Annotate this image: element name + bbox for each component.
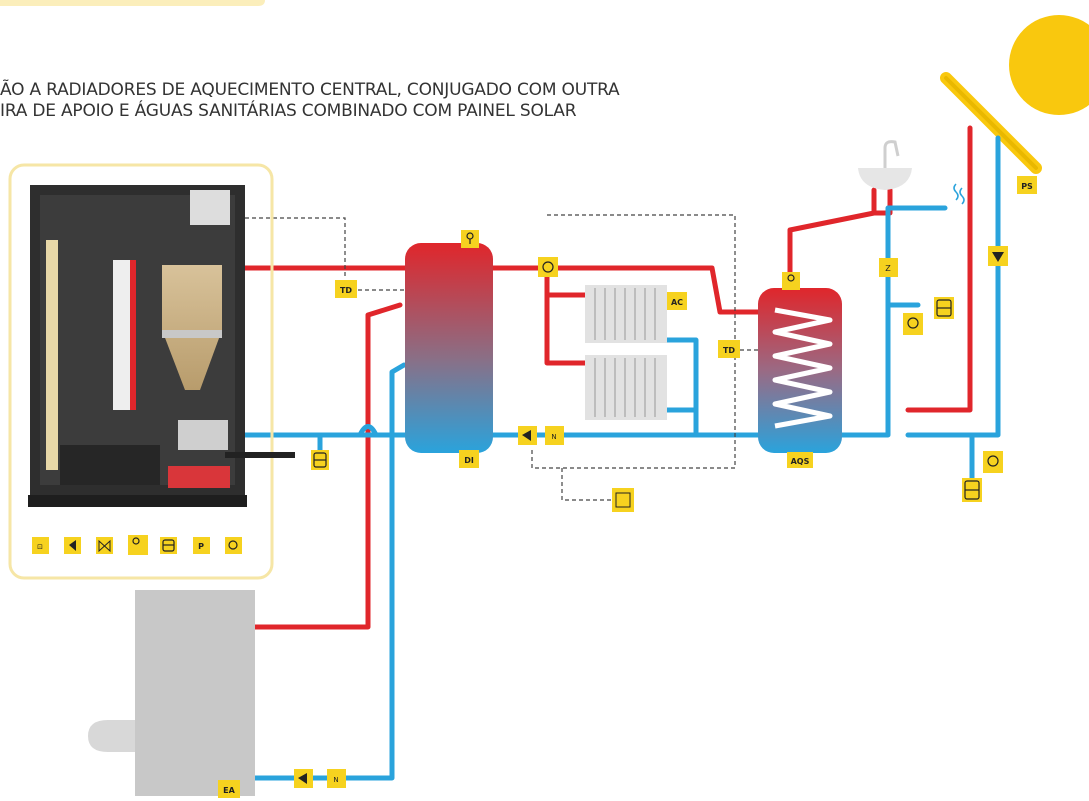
label-ea: EA xyxy=(223,786,235,795)
cold-pipe xyxy=(839,205,948,438)
auxiliary-boiler: EA xyxy=(88,590,255,798)
label-ps: PS xyxy=(1021,182,1033,191)
check-valve-icon xyxy=(545,426,564,445)
sink-icon xyxy=(858,140,912,190)
hot-pipe xyxy=(252,302,403,630)
cold-pipe xyxy=(905,135,1001,438)
label-td-boiler: TD xyxy=(340,286,352,295)
solar-panel: PS xyxy=(940,72,1042,194)
control-wiring xyxy=(245,214,758,501)
cold-pipe xyxy=(252,362,407,781)
svg-text:⊡: ⊡ xyxy=(37,543,43,551)
title-line-2: IRA DE APOIO E ÁGUAS SANITÁRIAS COMBINAD… xyxy=(0,101,577,121)
check-valve-icon xyxy=(327,769,346,788)
label-td-tank: TD xyxy=(723,346,735,355)
radiators: AC xyxy=(585,285,687,420)
label-ac: AC xyxy=(671,298,683,307)
cold-pipe xyxy=(357,424,379,438)
controller-icon xyxy=(612,488,634,512)
sun-icon xyxy=(1009,15,1089,115)
cold-pipe xyxy=(664,337,699,438)
hot-water-tank: AQS xyxy=(758,272,842,468)
thermostatic-mixer-icon xyxy=(879,258,898,277)
safety-valve-icon xyxy=(983,451,1003,473)
hot-pipe xyxy=(787,187,893,285)
pressure-icon xyxy=(193,537,210,554)
boiler-legend-icons: ⊡ P xyxy=(32,535,242,555)
diagram-title: ÃO A RADIADORES DE AQUECIMENTO CENTRAL, … xyxy=(0,80,620,122)
label-p: P xyxy=(198,542,204,551)
mixing-valve-icon xyxy=(538,257,558,277)
label-di: DI xyxy=(464,456,474,465)
steam-icon xyxy=(953,183,965,205)
hot-pipe xyxy=(905,125,973,413)
hot-pipe xyxy=(544,292,588,366)
controller-icon xyxy=(32,537,49,554)
label-aqs: AQS xyxy=(791,457,810,466)
hot-pipe xyxy=(489,265,761,315)
svg-text:N: N xyxy=(333,776,338,784)
td-tank-badge xyxy=(718,340,740,358)
svg-text:N: N xyxy=(551,433,556,441)
safety-valve-icon xyxy=(225,537,242,554)
buffer-tank: DI xyxy=(405,230,493,468)
temperature-sensor-icon xyxy=(128,535,148,555)
previous-frame-edge xyxy=(0,0,265,6)
pellet-boiler xyxy=(8,163,295,580)
td-boiler-badge xyxy=(335,280,357,298)
title-line-1: ÃO A RADIADORES DE AQUECIMENTO CENTRAL, … xyxy=(0,80,620,100)
safety-valve-icon xyxy=(903,313,923,335)
label-z: Z xyxy=(885,264,891,273)
